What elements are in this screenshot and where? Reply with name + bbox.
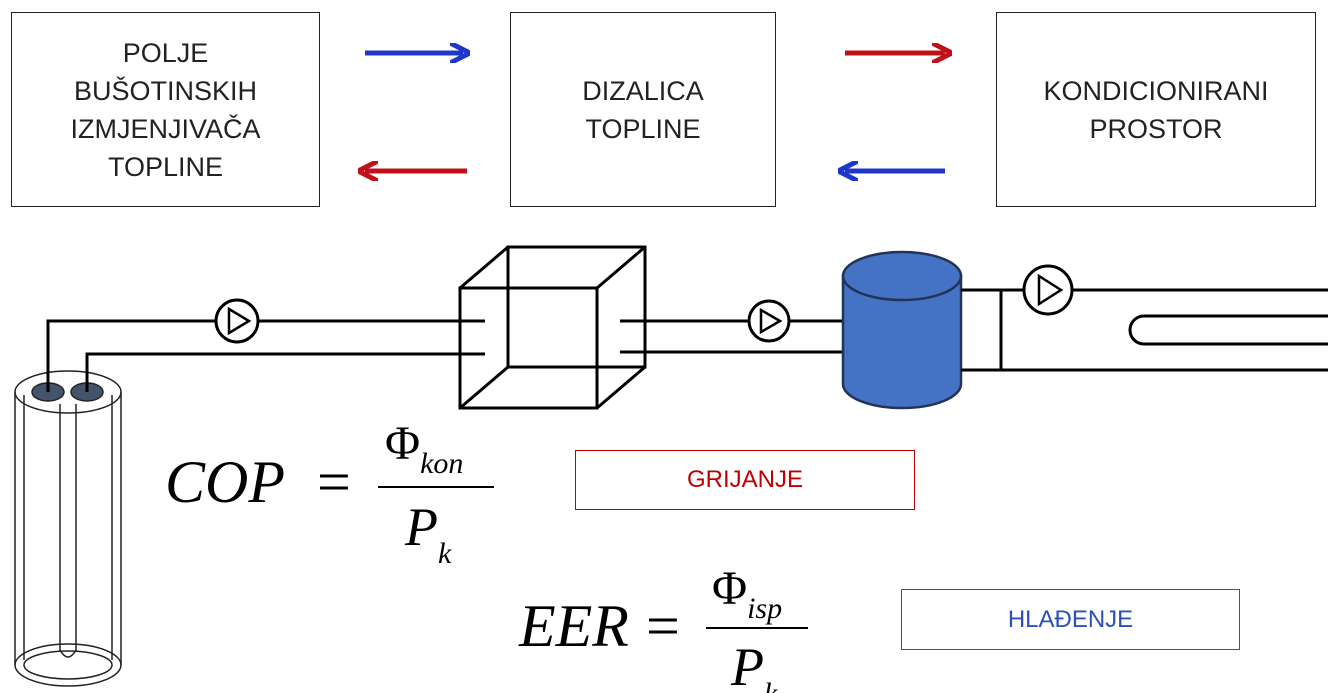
eer-phi: Φ (712, 562, 748, 615)
eer-equals: = (646, 593, 680, 659)
eer-numerator: Φisp (712, 562, 782, 624)
cop-equals: = (317, 449, 351, 515)
eer-label: EER (519, 593, 629, 659)
cop-numerator: Φkon (385, 417, 463, 479)
borehole-field-box: POLJE BUŠOTINSKIH IZMJENJIVAČA TOPLINE (11, 12, 320, 207)
eer-num-sub: isp (747, 592, 783, 625)
heat-pump-cube (458, 245, 647, 410)
eer-denominator: Pk (731, 640, 777, 693)
cop-denominator: Pk (405, 497, 451, 569)
floor-heating-loop (1128, 314, 1328, 346)
cop-p: P (405, 497, 438, 557)
secondary-loop-pipes (620, 319, 845, 354)
distribution-pipes (961, 288, 1328, 372)
buffer-tank (841, 250, 963, 410)
cop-label: COP (165, 449, 285, 515)
pump-ground-loop (214, 298, 260, 344)
eer-fraction-bar (706, 627, 808, 629)
pump-secondary-loop (747, 299, 791, 343)
heat-pump-box: DIZALICA TOPLINE (510, 12, 776, 207)
cop-num-sub: kon (420, 447, 464, 480)
eer-p: P (731, 637, 764, 693)
cop-phi: Φ (385, 417, 421, 470)
borehole-probe (14, 370, 122, 687)
conditioned-space-box: KONDICIONIRANI PROSTOR (996, 12, 1316, 207)
pump-distribution-loop (1022, 264, 1074, 316)
cop-den-sub: k (438, 537, 452, 570)
eer-den-sub: k (764, 677, 777, 693)
cooling-mode-label: HLAĐENJE (901, 589, 1240, 650)
heating-mode-label: GRIJANJE (575, 450, 915, 510)
ground-loop-pipes (46, 319, 485, 392)
cop-fraction-bar (378, 486, 494, 488)
